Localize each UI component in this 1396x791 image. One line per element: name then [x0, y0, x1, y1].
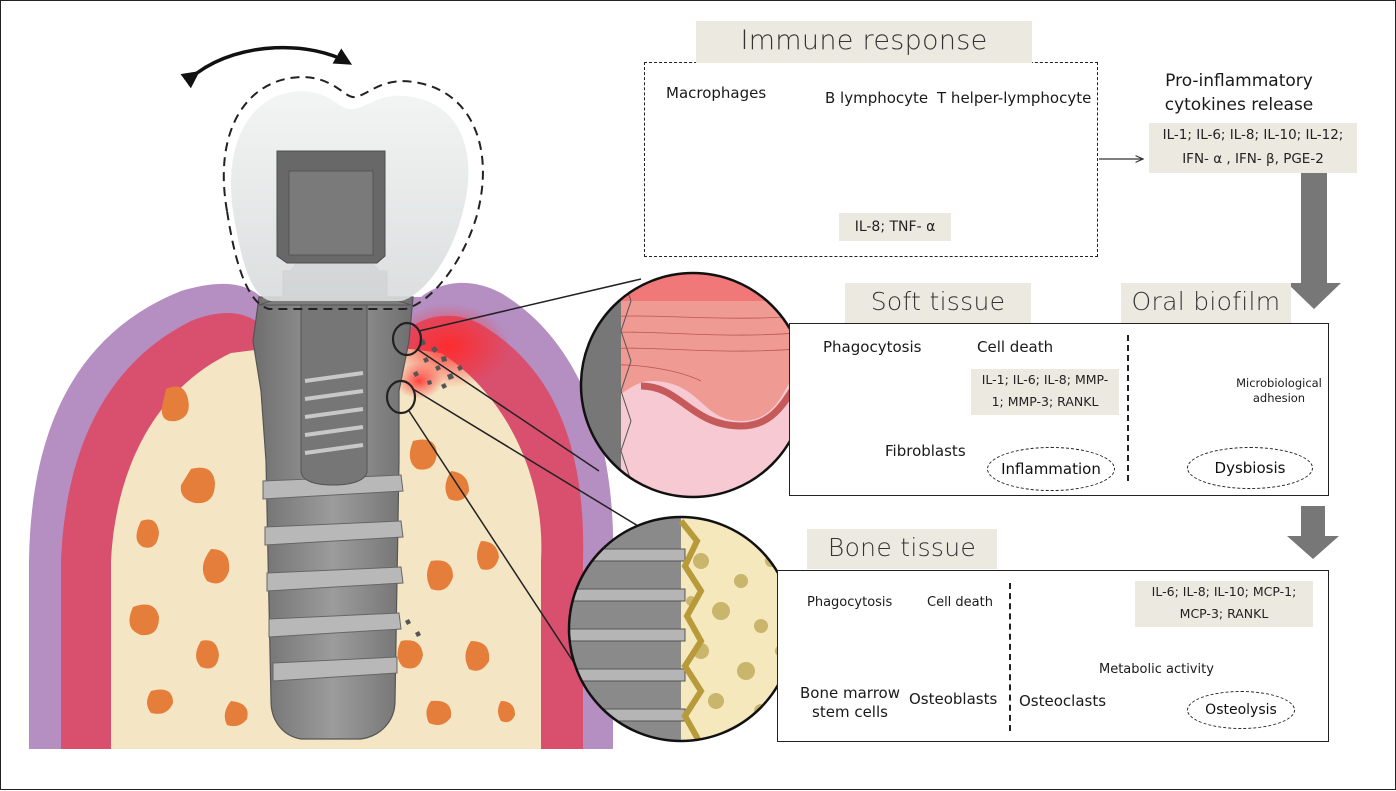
b-lymphocyte-label: B lymphocyte [825, 89, 929, 107]
metabolic-activity-label: Metabolic activity [1099, 662, 1214, 677]
osteoclasts-label: Osteoclasts [1019, 692, 1107, 710]
soft-cytokine-tag: IL-1; IL-6; IL-8; MMP- 1; MMP-3; RANKL [971, 369, 1119, 415]
osteolysis-oval: Osteolysis [1187, 691, 1295, 729]
big-arrow-down-2 [1287, 506, 1339, 559]
immune-cytokine-tag: IL-8; TNF- α [839, 213, 951, 241]
soft-tag-line2: 1; MMP-3; RANKL [991, 394, 1099, 409]
cytokines-title-line1: Pro-inflammatory [1165, 71, 1313, 91]
oral-biofilm-title: Oral biofilm [1121, 283, 1291, 323]
inflammation-glow-lower [395, 363, 443, 399]
bone-cytokine-tag: IL-6; IL-8; IL-10; MCP-1; MCP-3; RANKL [1135, 581, 1313, 627]
adhesion-label-line1: Microbiological [1236, 376, 1322, 390]
soft-tissue-zoom [581, 273, 805, 497]
cytokines-list-line2: IFN- α , IFN- β, PGE-2 [1182, 151, 1324, 167]
rotation-arrow [180, 45, 353, 89]
cytokines-title-line2: cytokines release [1164, 95, 1314, 115]
bone-tag-line1: IL-6; IL-8; IL-10; MCP-1; [1151, 584, 1297, 599]
inflammation-oval: Inflammation [987, 447, 1115, 491]
cytokines-list: IL-1; IL-6; IL-8; IL-10; IL-12; IFN- α ,… [1149, 123, 1357, 173]
zoom-marker-bone [385, 379, 417, 415]
bone-cell-death-label: Cell death [927, 595, 993, 610]
bone-tag-line2: MCP-3; RANKL [1179, 606, 1269, 621]
macrophages-label: Macrophages [666, 84, 767, 102]
cytokines-list-line1: IL-1; IL-6; IL-8; IL-10; IL-12; [1162, 127, 1344, 143]
dysbiosis-oval: Dysbiosis [1187, 447, 1313, 489]
soft-panel-divider [1127, 335, 1129, 481]
bmsc-label-line1: Bone marrow [800, 684, 900, 702]
crown [222, 75, 484, 310]
bone-panel-divider [1009, 583, 1011, 731]
immune-title: Immune response [696, 21, 1032, 63]
soft-phagocytosis-label: Phagocytosis [823, 338, 922, 356]
zoom-lines [408, 278, 644, 714]
big-arrow-down-1 [1287, 169, 1341, 309]
fibroblasts-label: Fibroblasts [885, 442, 966, 460]
implant-body [252, 296, 414, 740]
adhesion-label-line2: adhesion [1252, 391, 1306, 405]
osteoblasts-label: Osteoblasts [909, 690, 998, 708]
soft-tissue-title: Soft tissue [845, 283, 1031, 323]
soft-tag-line1: IL-1; IL-6; IL-8; MMP- [981, 372, 1109, 387]
soft-cell-death-label: Cell death [977, 338, 1054, 356]
bone-phagocytosis-label: Phagocytosis [807, 595, 893, 610]
bone-spots [129, 386, 515, 730]
bmsc-label-line2: stem cells [812, 703, 888, 721]
zoom-marker-soft [391, 321, 423, 357]
t-helper-label: T helper-lymphocyte [937, 89, 1092, 107]
bone-tissue-title: Bone tissue [807, 529, 997, 569]
